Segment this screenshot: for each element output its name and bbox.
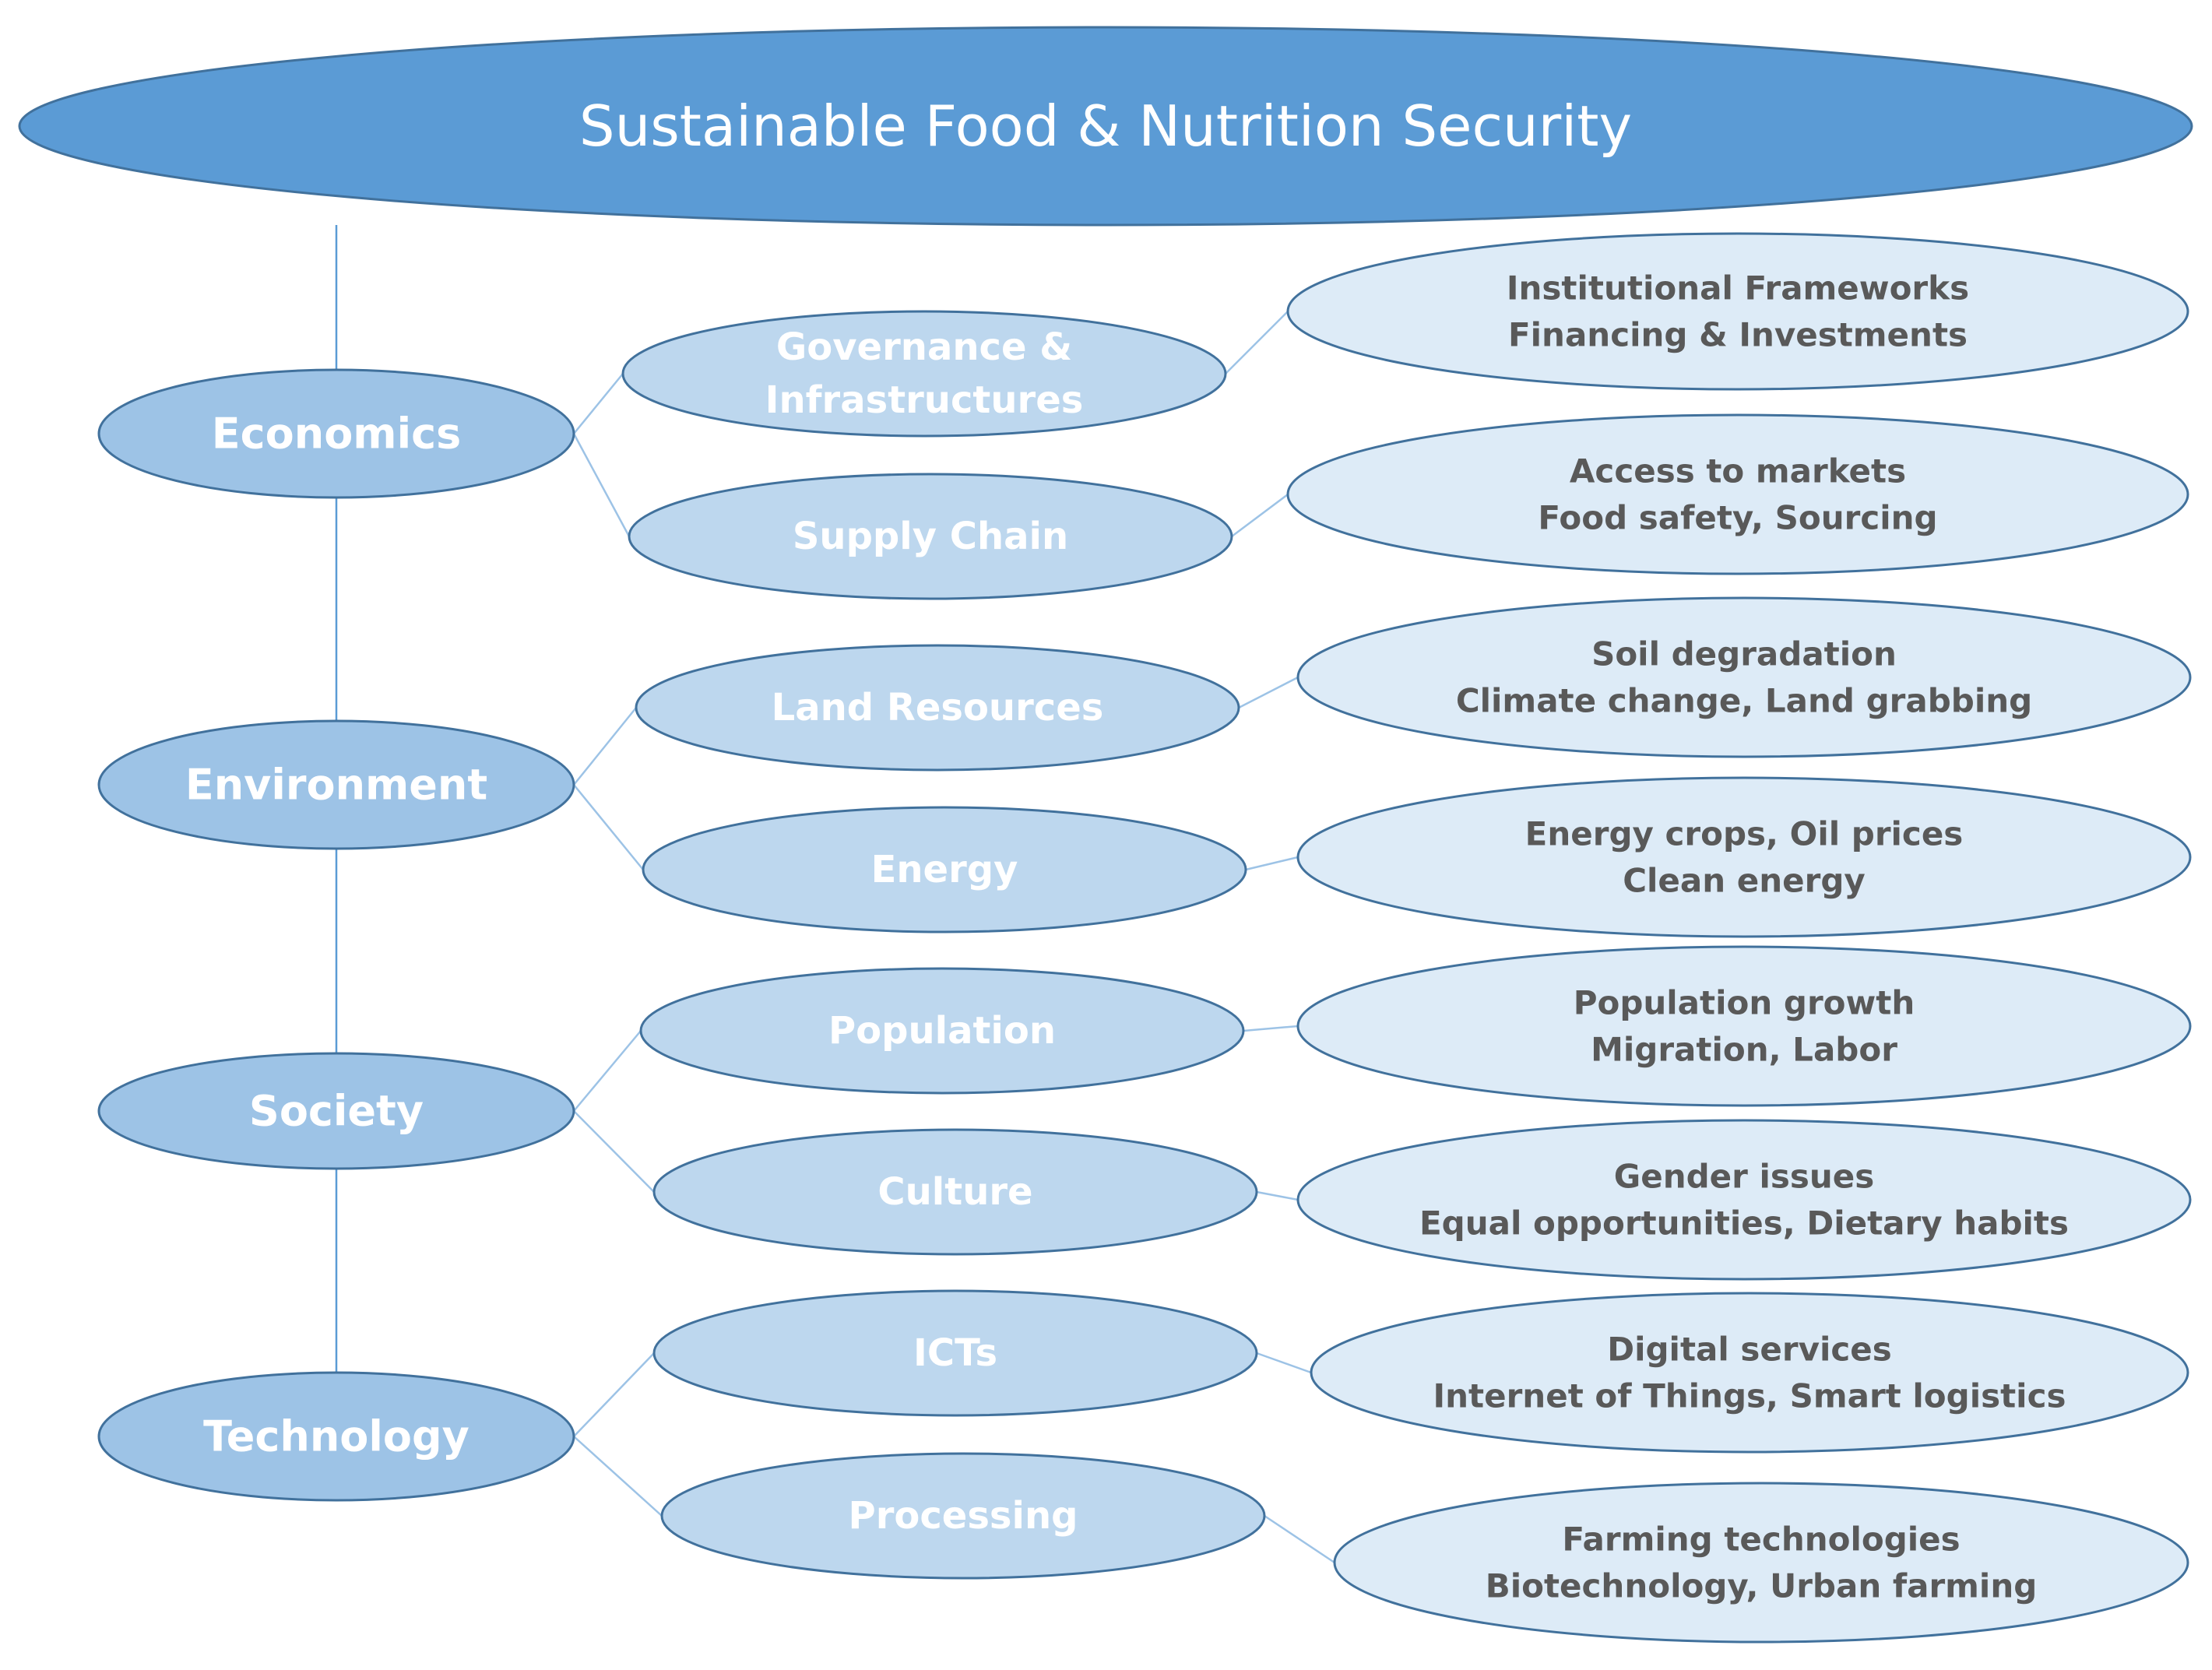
pillar-label-technology: Technology [203, 1412, 469, 1461]
topic-node-supply-chain [628, 473, 1233, 600]
topic-node-processing [660, 1452, 1266, 1580]
topic-label-culture: Culture [877, 1170, 1032, 1214]
detail-text-culture-line-1: Gender issues [1614, 1158, 1875, 1196]
topic-label-land-resources: Land Resources [772, 686, 1104, 730]
detail-text-processing-line-2: Biotechnology, Urban farming [1486, 1567, 2038, 1605]
title-node: Sustainable Food & Nutrition Security [18, 26, 2193, 227]
detail-text-culture-line-2: Equal opportunities, Dietary habits [1419, 1204, 2069, 1243]
detail-text-energy-line-2: Clean energy [1623, 862, 1866, 900]
topic-node-land-resources [635, 644, 1240, 772]
pillar-node-economics [97, 368, 575, 499]
detail-text-land-resources-line-1: Soil degradation [1591, 635, 1897, 673]
connector-governance-infrastructures-details [1225, 311, 1289, 374]
connector-icts-details [1256, 1352, 1312, 1374]
topic-label-processing: Processing [849, 1494, 1078, 1538]
detail-node-culture [1296, 1119, 2192, 1281]
topic-label-energy: Energy [871, 848, 1018, 891]
connector-population-details [1243, 1025, 1299, 1032]
pillar-node-technology [97, 1371, 575, 1502]
detail-text-land-resources-line-2: Climate change, Land grabbing [1456, 682, 2032, 720]
pillar-label-environment: Environment [185, 761, 487, 810]
detail-node-energy [1296, 776, 2192, 938]
detail-text-processing-line-1: Farming technologies [1562, 1521, 1960, 1559]
detail-text-energy-line-1: Energy crops, Oil prices [1525, 815, 1964, 853]
title-ellipse [18, 26, 2193, 227]
detail-node-icts [1310, 1292, 2189, 1454]
connector-processing-details [1264, 1514, 1335, 1564]
connector-society-population [573, 1030, 642, 1112]
topic-label-population-line-1: Population [828, 1009, 1056, 1053]
node-layer: Governance & Infrastructures Institutional… [97, 232, 2192, 1644]
detail-text-supply-chain-line-1: Access to markets [1570, 452, 1906, 490]
detail-node-governance-infrastructures [1286, 232, 2189, 391]
detail-text-icts-line-2: Internet of Things, Smart logistics [1433, 1377, 2066, 1415]
detail-text-population-line-2: Migration, Labor [1591, 1031, 1897, 1069]
connector-environment-land-resources [573, 707, 637, 786]
connector-economics-governance-infrastructures [573, 373, 624, 434]
connector-land-resources-details [1238, 676, 1299, 709]
pillar-node-environment [97, 719, 575, 850]
connector-economics-supply-chain [572, 433, 631, 537]
topic-label-supply-chain-line-1: Supply Chain [793, 515, 1068, 558]
pillar-label-society: Society [249, 1087, 424, 1136]
detail-text-icts-line-1: Digital services [1607, 1331, 1892, 1369]
connector-supply-chain-details [1231, 494, 1289, 537]
topic-label-icts-line-1: ICTs [913, 1331, 997, 1375]
topic-node-icts [652, 1289, 1258, 1417]
connector-layer [335, 225, 1335, 1564]
detail-text-population-line-1: Population growth [1574, 984, 1915, 1022]
topic-label-supply-chain: Supply Chain [793, 515, 1068, 558]
pillar-label-economics: Economics [212, 410, 461, 459]
detail-text-governance-infrastructures-line-1: Institutional Frameworks [1507, 269, 1969, 308]
topic-label-governance-infrastructures-line-2: Infrastructures [765, 378, 1084, 422]
topic-node-energy [642, 806, 1247, 933]
topic-label-land-resources-line-1: Land Resources [772, 686, 1104, 730]
pillar-node-society [97, 1052, 575, 1170]
connector-technology-processing [573, 1436, 663, 1517]
topic-label-population: Population [828, 1009, 1056, 1053]
connector-energy-details [1245, 856, 1299, 871]
topic-label-governance-infrastructures-line-1: Governance & [776, 325, 1072, 369]
detail-node-population [1296, 945, 2192, 1107]
topic-label-energy-line-1: Energy [871, 848, 1018, 891]
detail-node-land-resources [1296, 596, 2192, 758]
detail-node-processing [1333, 1482, 2189, 1644]
topic-label-governance-infrastructures: Governance & Infrastructures [765, 325, 1084, 422]
detail-text-supply-chain-line-2: Food safety, Sourcing [1538, 499, 1937, 537]
topic-node-population [639, 967, 1245, 1095]
connector-technology-icts [573, 1352, 655, 1437]
topic-label-culture-line-1: Culture [877, 1170, 1032, 1214]
topic-label-icts: ICTs [913, 1331, 997, 1375]
connector-society-culture [573, 1110, 655, 1193]
topic-label-processing-line-1: Processing [849, 1494, 1078, 1538]
connector-culture-details [1256, 1190, 1299, 1201]
connector-environment-energy [573, 784, 644, 870]
topic-node-governance-infrastructures [621, 310, 1227, 438]
detail-node-supply-chain [1286, 413, 2189, 575]
diagram-title: Sustainable Food & Nutrition Security [579, 93, 1632, 159]
topic-node-culture [652, 1128, 1258, 1256]
detail-text-governance-infrastructures-line-2: Financing & Investments [1508, 316, 1968, 354]
